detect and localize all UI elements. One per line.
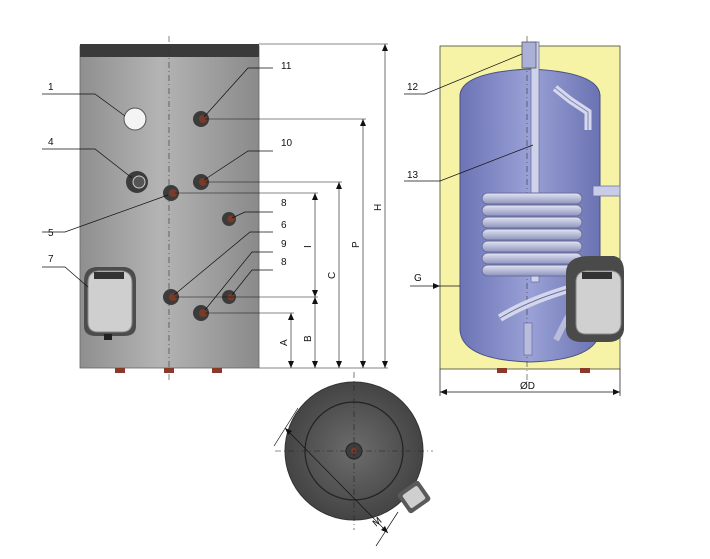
callout-7: 7 xyxy=(48,254,54,265)
foot xyxy=(164,368,174,373)
dimension-h: H xyxy=(373,204,384,211)
foot xyxy=(212,368,222,373)
port-6 xyxy=(163,289,179,305)
dimension-i: I xyxy=(303,245,314,248)
port-11 xyxy=(193,111,209,127)
callout-6: 6 xyxy=(281,220,287,231)
control-unit-7 xyxy=(84,267,136,340)
top-view-control-unit xyxy=(397,480,431,514)
port-8-upper xyxy=(222,212,236,226)
foot xyxy=(580,368,590,373)
callout-10: 10 xyxy=(281,138,293,149)
top-view: M xyxy=(273,372,433,547)
callout-11: 11 xyxy=(281,61,292,72)
section-view: 12 13 G ØD xyxy=(404,36,624,396)
dimension-c: C xyxy=(327,272,338,279)
callout-13: 13 xyxy=(407,170,419,181)
callout-9: 9 xyxy=(281,239,287,250)
tank-top-cap xyxy=(80,44,259,57)
callout-8-upper: 8 xyxy=(281,198,287,209)
port-4 xyxy=(126,171,148,193)
dimension-d: ØD xyxy=(520,381,535,392)
port-9 xyxy=(193,305,209,321)
port-10 xyxy=(193,174,209,190)
callout-4: 4 xyxy=(48,137,54,148)
dimension-a: A xyxy=(279,339,290,346)
foot xyxy=(115,368,125,373)
dimension-b: B xyxy=(303,335,314,342)
port-1 xyxy=(123,107,147,131)
dimension-p: P xyxy=(351,241,362,248)
control-unit-right xyxy=(566,256,624,342)
port-5 xyxy=(163,185,179,201)
callout-12: 12 xyxy=(407,82,419,93)
front-view: 1 11 4 10 8 5 6 9 7 8 H P C I B A xyxy=(42,36,388,380)
heat-exchanger-coil xyxy=(481,192,583,322)
foot xyxy=(497,368,507,373)
callout-8-lower: 8 xyxy=(281,257,287,268)
dimension-g: G xyxy=(414,273,422,284)
callout-5: 5 xyxy=(48,228,54,239)
callout-1: 1 xyxy=(48,82,54,93)
